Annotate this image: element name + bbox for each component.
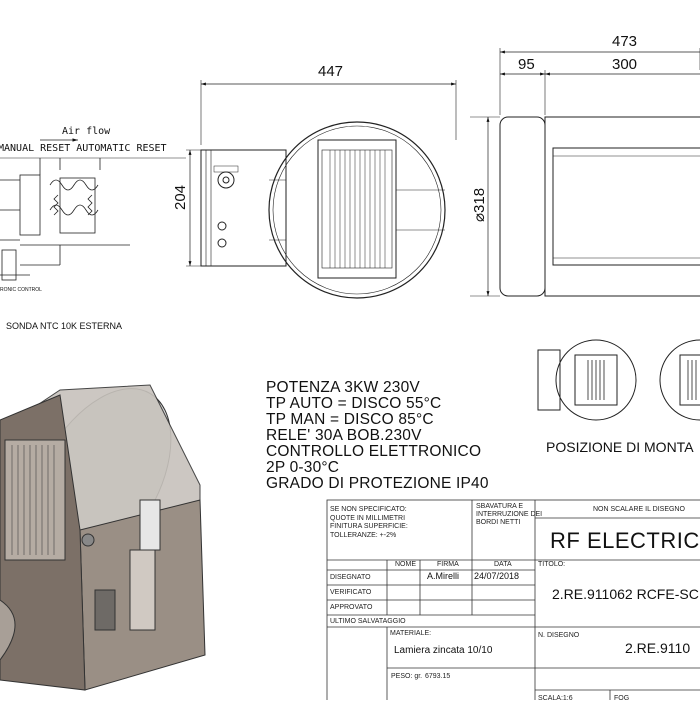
deburr-note: SBAVATURA E INTERRUZIONE DEI BORDI NETTI — [476, 503, 543, 526]
weight-value: 6793.15 — [425, 673, 451, 680]
drawing-title: RF ELECTRIC S — [550, 528, 700, 553]
side-view — [186, 80, 457, 299]
col-signature: FIRMA — [437, 561, 459, 568]
row-last-saved: ULTIMO SALVATAGGIO — [330, 618, 406, 625]
wiring-schematic — [0, 138, 186, 281]
material-value: Lamiera zincata 10/10 — [394, 645, 493, 656]
profile-view — [470, 48, 700, 297]
dim-diameter: ⌀318 — [471, 187, 488, 222]
dim-body-depth: 300 — [612, 56, 638, 73]
row-checked: VERIFICATO — [330, 589, 372, 596]
drawn-signature: A.Mirelli — [427, 571, 460, 581]
spec-line: 2P 0-30°C — [266, 459, 340, 476]
title-label: TITOLO: — [538, 561, 566, 568]
drawn-date: 24/07/2018 — [474, 571, 520, 581]
spec-line: TP MAN = DISCO 85°C — [266, 411, 434, 428]
unspecified-note: SE NON SPECIFICATO: QUOTE IN MILLIMETRI … — [330, 506, 408, 539]
airflow-label: Air flow — [62, 126, 111, 137]
row-approved: APPROVATO — [330, 604, 373, 611]
dim-overall-length: 447 — [318, 63, 344, 80]
dim-flange-depth: 95 — [518, 56, 535, 73]
mounting-views — [537, 339, 700, 421]
row-drawn: DISEGNATO — [330, 574, 371, 581]
sensor-label: SONDA NTC 10K ESTERNA — [6, 321, 123, 331]
spec-line: GRADO DI PROTEZIONE IP40 — [266, 475, 489, 492]
spec-line: POTENZA 3KW 230V — [266, 379, 420, 396]
spec-list: POTENZA 3KW 230V TP AUTO = DISCO 55°C TP… — [266, 380, 489, 492]
sheet-label: FOG — [614, 695, 630, 702]
title-block-grid — [326, 499, 700, 700]
drawing-no-label: N. DISEGNO — [538, 632, 580, 639]
spec-line: TP AUTO = DISCO 55°C — [266, 395, 442, 412]
control-label: RONIC CONTROL — [0, 287, 42, 293]
reset-label: MANUAL RESET AUTOMATIC RESET — [0, 143, 167, 154]
dim-height: 204 — [172, 184, 189, 210]
col-name: NOME — [395, 561, 416, 568]
spec-line: CONTROLLO ELETTRONICO — [266, 443, 482, 460]
drawing-no-value: 2.RE.9110 — [625, 640, 691, 656]
isometric-render — [0, 384, 206, 691]
dim-total-depth: 473 — [612, 33, 638, 50]
col-date: DATA — [494, 561, 512, 568]
title-code: 2.RE.911062 RCFE-SC — [552, 586, 699, 602]
mounting-position-label: POSIZIONE DI MONTA — [546, 439, 694, 455]
material-label: MATERIALE: — [390, 630, 432, 637]
spec-line: RELE' 30A BOB.230V — [266, 427, 422, 444]
no-scale-note: NON SCALARE IL DISEGNO — [593, 506, 685, 513]
scale-label: SCALA:1:6 — [538, 695, 573, 702]
weight-label: PESO: gr. — [391, 673, 423, 680]
